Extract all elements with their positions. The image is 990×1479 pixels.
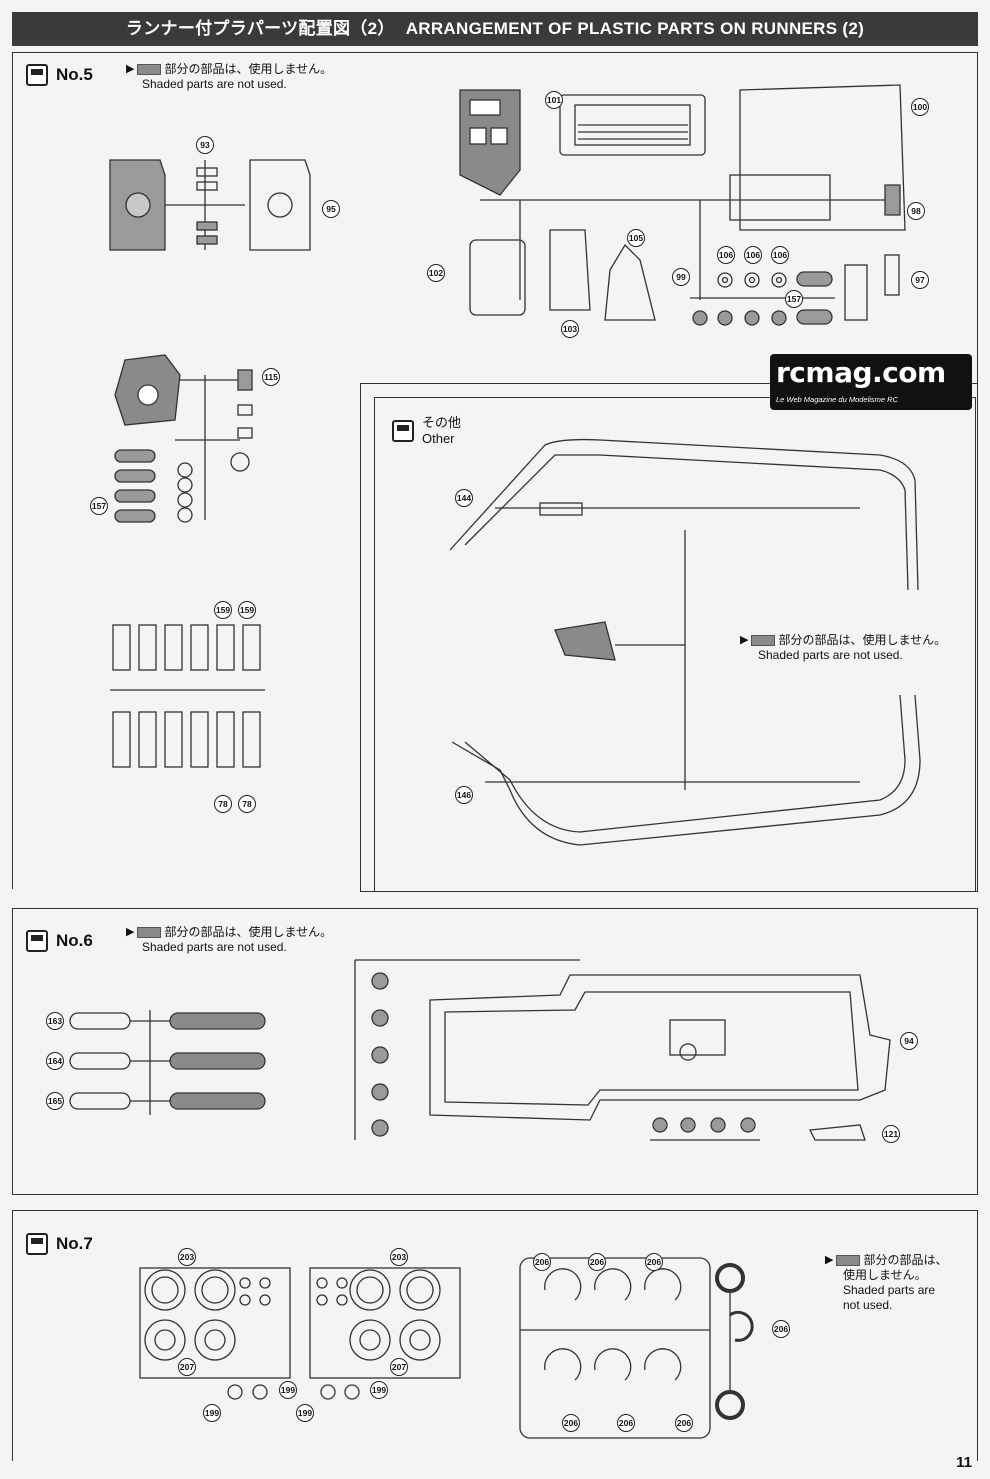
runner-icon [26,930,48,952]
runner-icon [392,420,414,442]
part-callout: 98 [907,202,925,220]
part-callout: 99 [672,268,690,286]
part-callout: 206 [675,1414,693,1432]
part-callout: 206 [617,1414,635,1432]
shaded-swatch [836,1255,861,1266]
part-callout: 163 [46,1012,64,1030]
part-callout: 165 [46,1092,64,1110]
rcmag-logo: rcmag.com Le Web Magazine du Modelisme R… [770,354,972,410]
runner-icon [26,64,48,86]
runner-no6-panel [12,908,978,1195]
part-callout: 203 [178,1248,196,1266]
part-callout: 199 [279,1381,297,1399]
runner-icon [26,1233,48,1255]
part-callout: 164 [46,1052,64,1070]
runner-no6-label: No.6 [26,930,93,952]
runner-other-inner-panel [374,397,976,892]
part-callout: 97 [911,271,929,289]
shaded-note-no5: ▶部分の部品は、使用しません。 Shaded parts are not use… [126,62,333,91]
arrow-icon: ▶ [740,634,749,646]
part-callout: 144 [455,489,473,507]
runner-no7-panel [12,1210,978,1461]
part-callout: 101 [545,91,563,109]
title-jp: ランナー付プラパーツ配置図（2） [125,19,395,38]
part-callout: 78 [238,795,256,813]
part-callout: 100 [911,98,929,116]
arrow-icon: ▶ [126,63,135,75]
part-callout: 159 [238,601,256,619]
part-callout: 105 [627,229,645,247]
arrow-icon: ▶ [126,926,135,938]
part-callout: 159 [214,601,232,619]
part-callout: 106 [717,246,735,264]
shaded-swatch [137,64,162,75]
page-number: 11 [956,1454,972,1471]
part-callout: 146 [455,786,473,804]
page-title-banner: ランナー付プラパーツ配置図（2） ARRANGEMENT OF PLASTIC … [12,12,978,46]
part-callout: 206 [533,1253,551,1271]
part-callout: 199 [370,1381,388,1399]
part-callout: 102 [427,264,445,282]
runner-other-label: その他 Other [392,415,461,447]
part-callout: 206 [645,1253,663,1271]
part-callout: 106 [771,246,789,264]
part-callout: 207 [390,1358,408,1376]
part-callout: 199 [203,1404,221,1422]
shaded-note-other: ▶部分の部品は、使用しません。 Shaded parts are not use… [740,633,947,662]
part-callout: 121 [882,1125,900,1143]
shaded-note-no7: ▶部分の部品は、 使用しません。 Shaded parts are not us… [825,1253,948,1312]
part-callout: 106 [744,246,762,264]
part-callout: 103 [561,320,579,338]
part-callout: 206 [562,1414,580,1432]
part-callout: 206 [772,1320,790,1338]
part-callout: 157 [90,497,108,515]
arrow-icon: ▶ [825,1254,834,1266]
part-callout: 157 [785,290,803,308]
title-en: ARRANGEMENT OF PLASTIC PARTS ON RUNNERS … [405,19,865,38]
part-callout: 95 [322,200,340,218]
part-callout: 207 [178,1358,196,1376]
shaded-note-no6: ▶部分の部品は、使用しません。 Shaded parts are not use… [126,925,333,954]
part-callout: 206 [588,1253,606,1271]
runner-no5-label: No.5 [26,64,93,86]
part-callout: 199 [296,1404,314,1422]
part-callout: 203 [390,1248,408,1266]
part-callout: 115 [262,368,280,386]
shaded-swatch [137,927,162,938]
part-callout: 93 [196,136,214,154]
part-callout: 78 [214,795,232,813]
part-callout: 94 [900,1032,918,1050]
shaded-swatch [751,635,776,646]
runner-no7-label: No.7 [26,1233,93,1255]
